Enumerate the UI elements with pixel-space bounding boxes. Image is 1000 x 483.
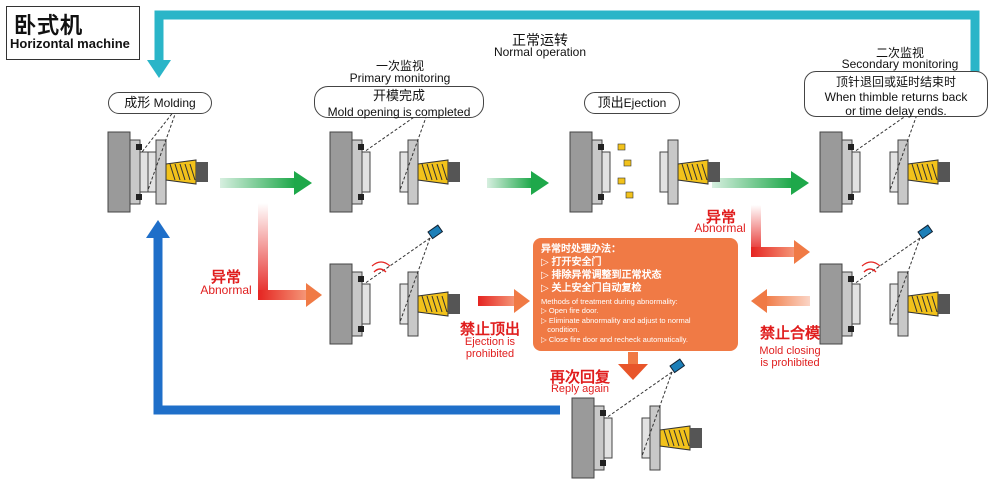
- ejection-prohibited-en1: Ejection is: [464, 336, 516, 348]
- mold-closing-prohibited-en2: is prohibited: [760, 357, 820, 369]
- secondary-title-cn: 二次监视: [875, 46, 924, 60]
- ejection-pill: 顶出Ejection: [584, 92, 680, 114]
- molding-en: Molding: [153, 96, 196, 110]
- abnormal-arrow-right: [751, 205, 810, 264]
- normal-operation-cn: 正常运转: [512, 32, 568, 48]
- normal-loop-arrow: [154, 10, 980, 100]
- treatment-step-en-4: ▷ Close fire door and recheck automatica…: [541, 334, 688, 344]
- treatment-panel: 异常时处理办法： ▷ 打开安全门 ▷ 排除异常调整到正常状态 ▷ 关上安全门自动…: [533, 238, 738, 351]
- ejection-en: Ejection: [623, 96, 667, 110]
- primary-pill: 开模完成 Mold opening is completed: [314, 86, 484, 119]
- machine-secondary: [819, 92, 950, 213]
- treatment-step-en-1: ▷ Open fire door.: [541, 306, 599, 316]
- abnormal-right-en: Abnormal: [694, 221, 746, 235]
- reply-loop-arrow: [153, 238, 560, 415]
- treatment-step-en-3: condition.: [541, 325, 580, 335]
- treatment-step-cn-3: ▷ 关上安全门自动复检: [541, 283, 642, 294]
- reply-down-arrow: [618, 352, 648, 380]
- abnormal-left-en: Abnormal: [200, 283, 252, 297]
- primary-cn: 开模完成: [372, 88, 425, 103]
- machine-reply: [571, 358, 702, 479]
- secondary-en1: When thimble returns back: [824, 90, 968, 104]
- mold-closing-prohibited-cn: 禁止合模: [759, 325, 820, 342]
- primary-title-en: Primary monitoring: [349, 71, 451, 85]
- title-en: Horizontal machine: [10, 36, 130, 51]
- normal-operation-en: Normal operation: [493, 45, 587, 59]
- secondary-title-en: Secondary monitoring: [841, 57, 959, 71]
- secondary-cn: 顶针退回或延时结束时: [835, 75, 956, 89]
- ejection-prohibited-cn: 禁止顶出: [459, 321, 520, 338]
- prohibit-arrow-2: [751, 289, 810, 313]
- treatment-heading-cn: 异常时处理办法：: [541, 244, 621, 255]
- treatment-step-cn-2: ▷ 排除异常调整到正常状态: [541, 270, 662, 281]
- abnormal-arrow-left: [258, 203, 322, 307]
- abnormal-right-cn: 异常: [705, 209, 736, 226]
- primary-en: Mold opening is completed: [327, 105, 471, 119]
- title-cn: 卧式机: [14, 13, 84, 38]
- machine-abnormal-secondary: [819, 224, 950, 345]
- title-box: [6, 6, 140, 60]
- treatment-heading-en: Methods of treatment during abnormality:: [541, 297, 678, 306]
- treatment-step-cn-1: ▷ 打开安全门: [541, 257, 602, 268]
- molding-pill: 成形 Molding: [108, 92, 212, 114]
- prohibit-arrow-1: [478, 289, 530, 313]
- normal-arrow-3: [712, 171, 809, 195]
- secondary-en2: or time delay ends.: [845, 104, 947, 118]
- treatment-step-en-2: ▷ Eliminate abnormality and adjust to no…: [541, 315, 691, 325]
- machine-ejection: [569, 131, 720, 213]
- reply-again-en: Reply again: [550, 383, 610, 395]
- machine-abnormal-primary: [329, 224, 460, 345]
- mold-closing-prohibited-en1: Mold closing: [759, 345, 821, 357]
- molding-cn: 成形: [124, 95, 151, 110]
- normal-arrow-1: [220, 171, 312, 195]
- machine-primary: [329, 92, 460, 213]
- primary-title-cn: 一次监视: [375, 59, 424, 73]
- normal-arrow-2: [487, 171, 549, 195]
- ejection-prohibited-en2: prohibited: [465, 348, 515, 360]
- secondary-pill: 顶针退回或延时结束时 When thimble returns back or …: [804, 71, 988, 118]
- abnormal-left-cn: 异常: [210, 269, 241, 286]
- machine-molding: [107, 92, 208, 213]
- reply-again-cn: 再次回复: [549, 369, 610, 386]
- ejection-cn: 顶出: [597, 95, 624, 110]
